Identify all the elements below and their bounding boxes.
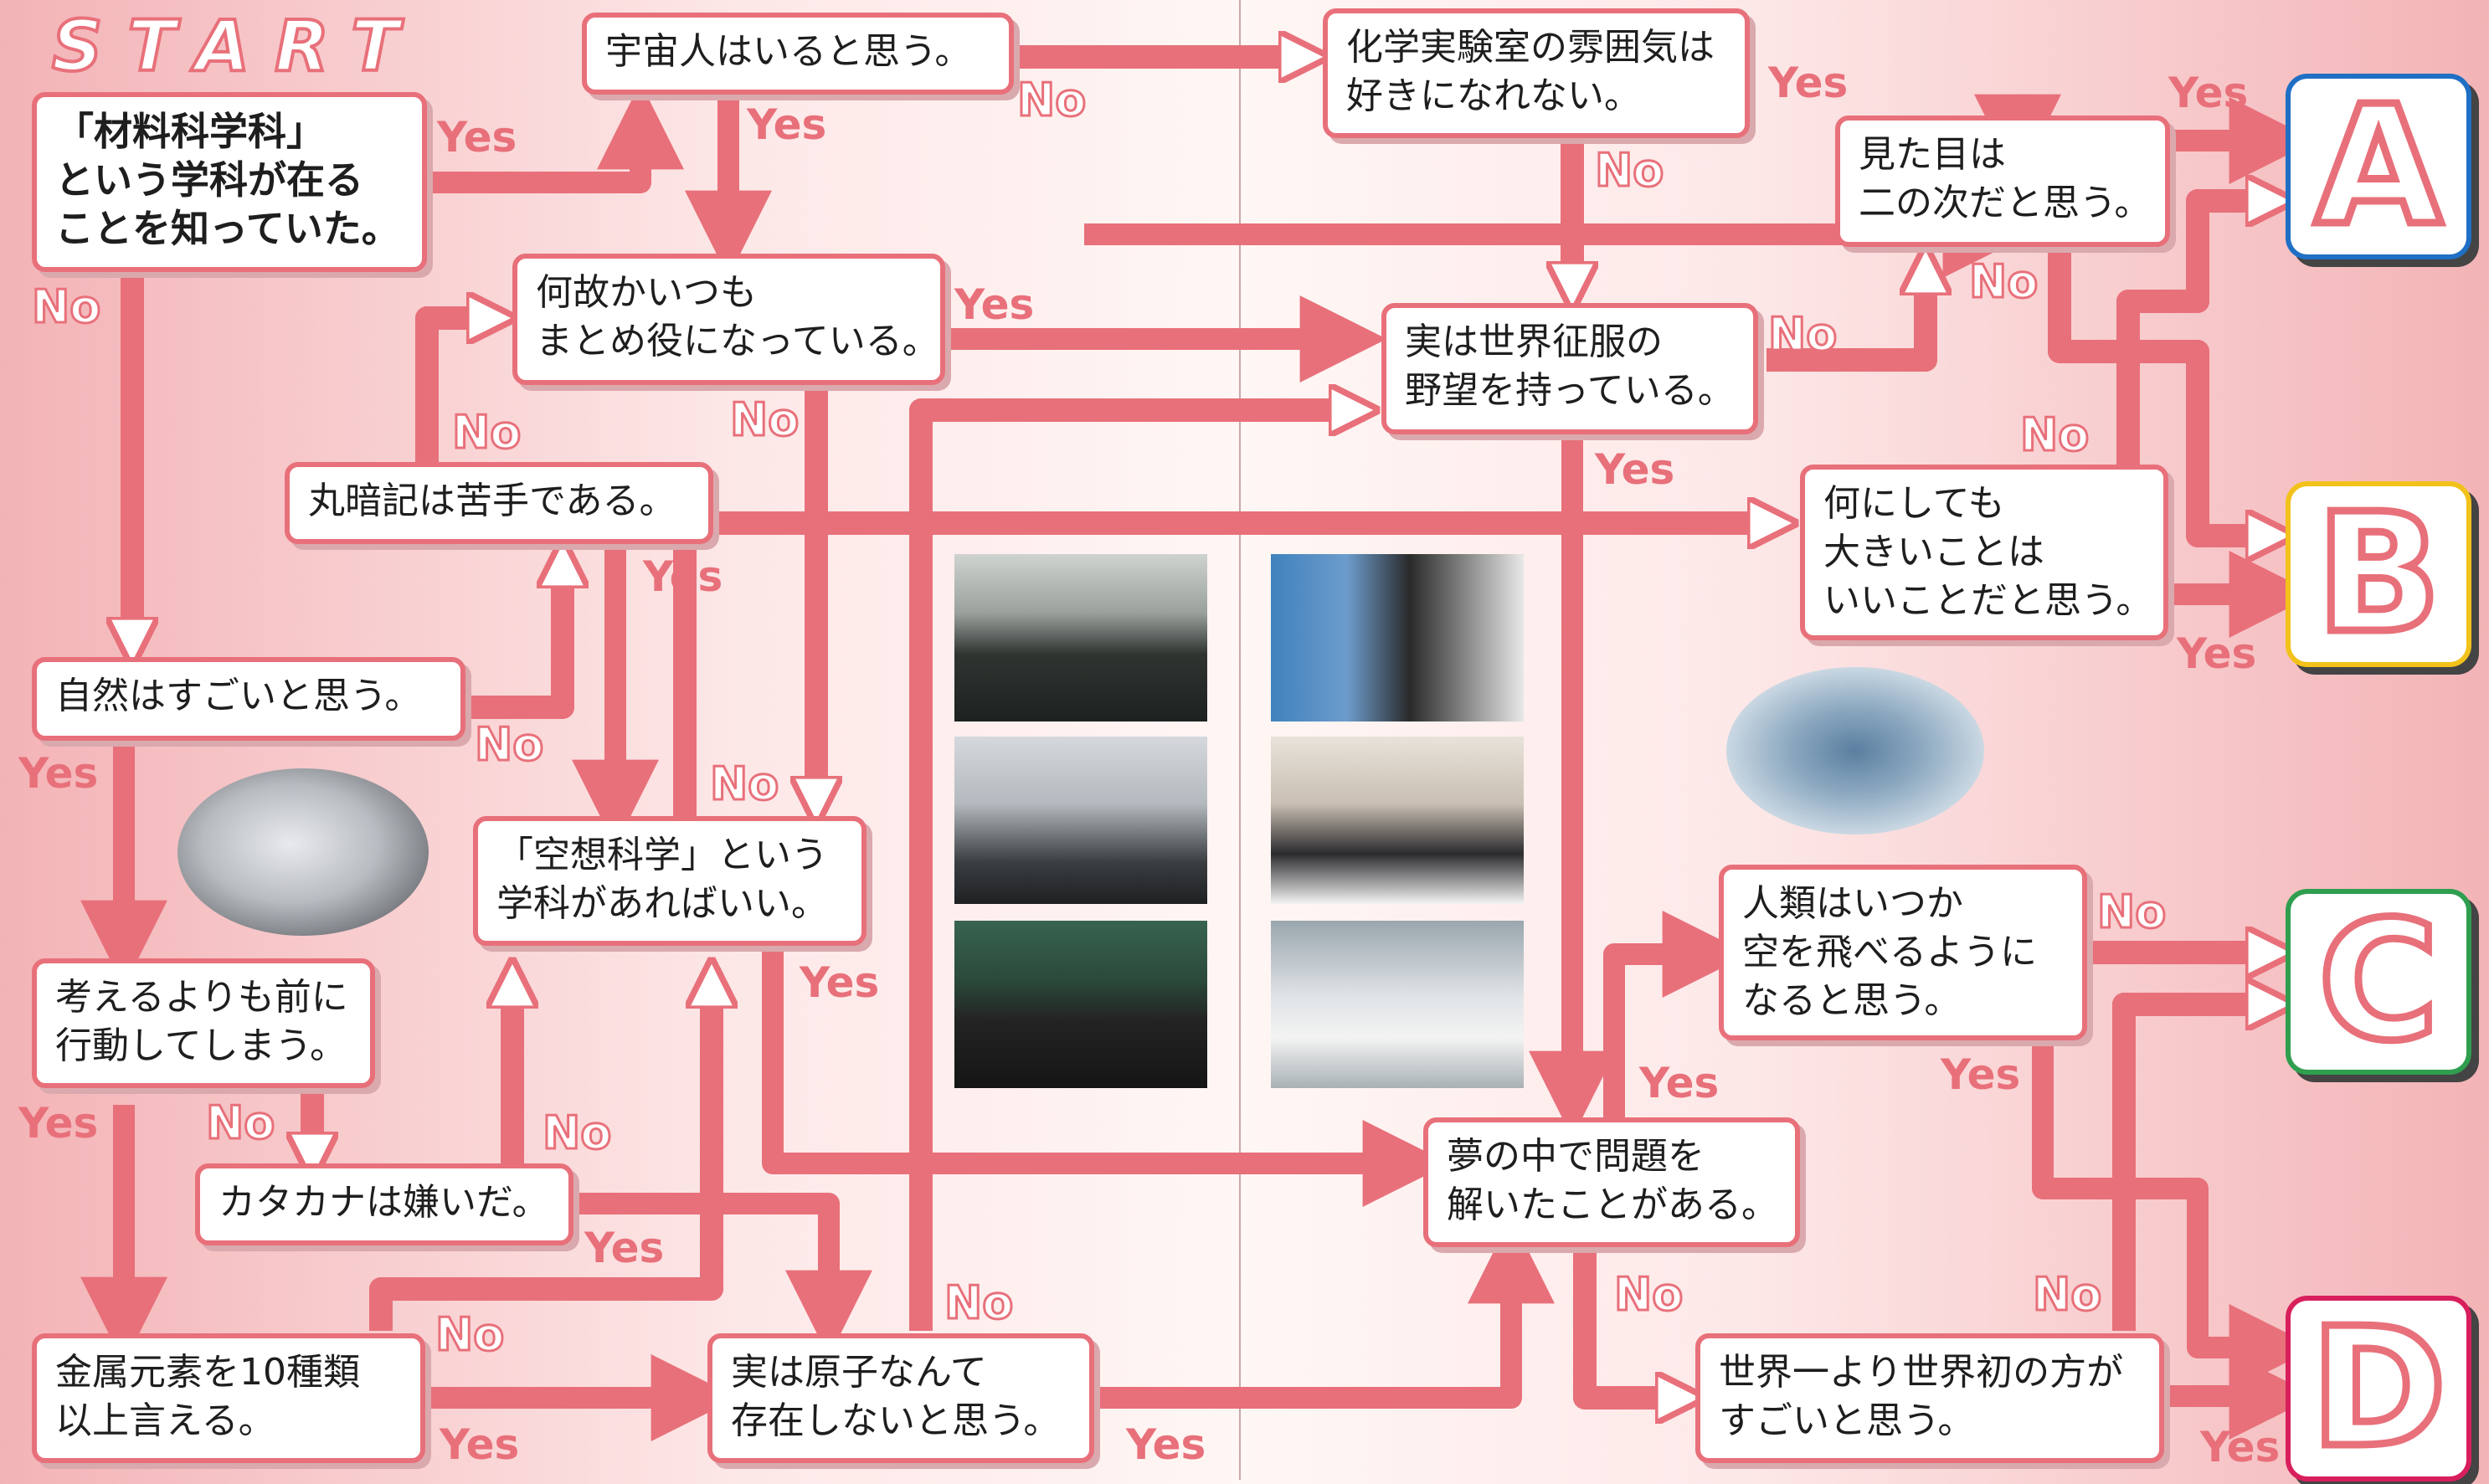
q-looks-secondary: 見た目は二の次だと思う。 bbox=[1835, 116, 2170, 247]
label-yes: Yes bbox=[2200, 1423, 2281, 1471]
result-c-box: C bbox=[2286, 883, 2471, 1081]
question-text-line: 大きいことは bbox=[1823, 531, 2044, 573]
label-yes: Yes bbox=[747, 100, 827, 149]
label-yes: Yes bbox=[437, 113, 517, 162]
label-yes: Yes bbox=[2177, 629, 2257, 678]
photo-lab-demo bbox=[1271, 737, 1524, 904]
label-no: No bbox=[2018, 408, 2090, 463]
question-text-line: 何故かいつも bbox=[536, 271, 757, 314]
label-yes: Yes bbox=[1768, 59, 1849, 107]
photo-gloved-hands bbox=[177, 768, 429, 936]
label-no: No bbox=[204, 1096, 275, 1151]
question-text-line: すごいと思う。 bbox=[1719, 1399, 1975, 1442]
label-yes: Yes bbox=[584, 1224, 665, 1272]
result-a-box: A bbox=[2286, 68, 2471, 266]
q-act-before-thinking: 考えるよりも前に行動してしまう。 bbox=[32, 958, 375, 1088]
question-text-line: まとめ役になっている。 bbox=[536, 320, 939, 362]
question-text-line: 夢の中で問題を bbox=[1447, 1135, 1705, 1178]
label-no: No bbox=[1016, 73, 1087, 128]
q-material-science-dept: 「材料科学科」という学科が在ることを知っていた。 bbox=[32, 92, 427, 272]
label-no: No bbox=[2096, 885, 2167, 940]
q-name-ten-metals: 金属元素を10種類以上言える。 bbox=[32, 1333, 425, 1463]
q-dislike-katakana: カタカナは嫌いだ。 bbox=[195, 1163, 573, 1245]
q-solved-in-dream: 夢の中で問題を解いたことがある。 bbox=[1423, 1117, 1800, 1247]
photo-visitors-crowd bbox=[1726, 667, 1984, 834]
question-text-line: いいことだと思う。 bbox=[1823, 579, 2153, 622]
question-text-line: 何にしても bbox=[1823, 482, 2005, 525]
question-text-line: 空を飛べるように bbox=[1742, 931, 2037, 973]
label-yes: Yes bbox=[954, 280, 1035, 329]
result-d-box: D bbox=[2286, 1290, 2471, 1484]
label-no: No bbox=[541, 1106, 612, 1161]
q-bigger-is-better: 何にしても大きいことはいいことだと思う。 bbox=[1800, 465, 2168, 640]
center-fold-line bbox=[1239, 0, 1241, 1480]
label-yes: Yes bbox=[18, 1099, 99, 1148]
question-text-line: 実は世界征服の bbox=[1405, 321, 1663, 363]
question-text-line: 考えるよりも前に bbox=[55, 976, 348, 1019]
start-label: START bbox=[50, 3, 424, 89]
photo-lecture-hall bbox=[954, 921, 1207, 1088]
question-text-line: 宇宙人はいると思う。 bbox=[605, 30, 972, 73]
q-chem-lab-atmosphere: 化学実験室の雰囲気は好きになれない。 bbox=[1323, 8, 1750, 138]
label-yes: Yes bbox=[18, 749, 99, 798]
question-text-line: 学科があればいい。 bbox=[496, 882, 828, 925]
label-no: No bbox=[708, 757, 779, 812]
label-no: No bbox=[728, 393, 800, 448]
q-always-leader: 何故かいつもまとめ役になっている。 bbox=[512, 254, 945, 385]
q-atoms-dont-exist: 実は原子なんて存在しないと思う。 bbox=[707, 1333, 1094, 1463]
question-text-line: 二の次だと思う。 bbox=[1859, 182, 2152, 224]
question-text-line: 人類はいつか bbox=[1742, 882, 1963, 925]
question-text-line: 存在しないと思う。 bbox=[731, 1399, 1061, 1442]
label-no: No bbox=[1967, 254, 2039, 310]
q-aliens-exist: 宇宙人はいると思う。 bbox=[582, 13, 1014, 95]
question-text-line: なると思う。 bbox=[1742, 979, 1962, 1022]
photo-lab-meeting bbox=[954, 554, 1207, 721]
label-no: No bbox=[1612, 1267, 1684, 1322]
question-text-line: 自然はすごいと思う。 bbox=[55, 675, 422, 717]
label-yes: Yes bbox=[1941, 1050, 2021, 1099]
question-text-line: ことを知っていた。 bbox=[55, 206, 400, 251]
question-text-line: カタカナは嫌いだ。 bbox=[219, 1181, 549, 1224]
result-b-box: B bbox=[2286, 475, 2471, 674]
label-no: No bbox=[450, 405, 522, 460]
question-text-line: 化学実験室の雰囲気は bbox=[1346, 26, 1715, 69]
q-fantasy-science-dept: 「空想科学」という学科があればいい。 bbox=[473, 816, 867, 946]
label-no: No bbox=[434, 1307, 505, 1363]
question-text-line: 丸暗記は苦手である。 bbox=[308, 480, 676, 522]
q-world-conquest: 実は世界征服の野望を持っている。 bbox=[1381, 303, 1758, 434]
label-no: No bbox=[1766, 307, 1838, 362]
label-no: No bbox=[1593, 143, 1664, 198]
label-yes: Yes bbox=[800, 958, 880, 1007]
question-text-line: 野望を持っている。 bbox=[1405, 369, 1735, 412]
label-no: No bbox=[943, 1276, 1014, 1331]
photo-poster-session bbox=[1271, 554, 1524, 721]
photo-equipment-room bbox=[954, 737, 1207, 904]
label-no: No bbox=[2031, 1267, 2102, 1322]
q-humans-will-fly: 人類はいつか空を飛べるようになると思う。 bbox=[1719, 865, 2087, 1040]
label-yes: Yes bbox=[2168, 69, 2249, 117]
question-text-line: 以上言える。 bbox=[55, 1399, 275, 1442]
q-bad-at-memorizing: 丸暗記は苦手である。 bbox=[285, 462, 713, 544]
question-text-line: 世界一より世界初の方が bbox=[1719, 1351, 2124, 1394]
question-text-line: 解いたことがある。 bbox=[1447, 1184, 1778, 1226]
photo-students-experiment bbox=[1271, 921, 1524, 1088]
label-no: No bbox=[30, 280, 101, 335]
label-yes: Yes bbox=[1595, 445, 1675, 494]
q-world-first-better: 世界一より世界初の方がすごいと思う。 bbox=[1695, 1333, 2164, 1463]
label-yes: Yes bbox=[1639, 1059, 1720, 1107]
question-text-line: 「空想科学」という bbox=[496, 834, 828, 876]
question-text-line: 実は原子なんて bbox=[731, 1351, 987, 1394]
label-yes: Yes bbox=[1126, 1420, 1206, 1469]
label-no: No bbox=[473, 717, 544, 773]
question-text-line: 見た目は bbox=[1859, 133, 2006, 176]
label-yes: Yes bbox=[440, 1420, 520, 1469]
q-nature-amazing: 自然はすごいと思う。 bbox=[32, 657, 465, 741]
question-text-line: 行動してしまう。 bbox=[55, 1024, 347, 1067]
question-text-line: 「材料科学科」 bbox=[55, 109, 325, 154]
label-yes: Yes bbox=[643, 552, 723, 601]
question-text-line: という学科が在る bbox=[55, 157, 363, 203]
question-text-line: 好きになれない。 bbox=[1346, 74, 1641, 117]
question-text-line: 金属元素を10種類 bbox=[55, 1351, 360, 1394]
